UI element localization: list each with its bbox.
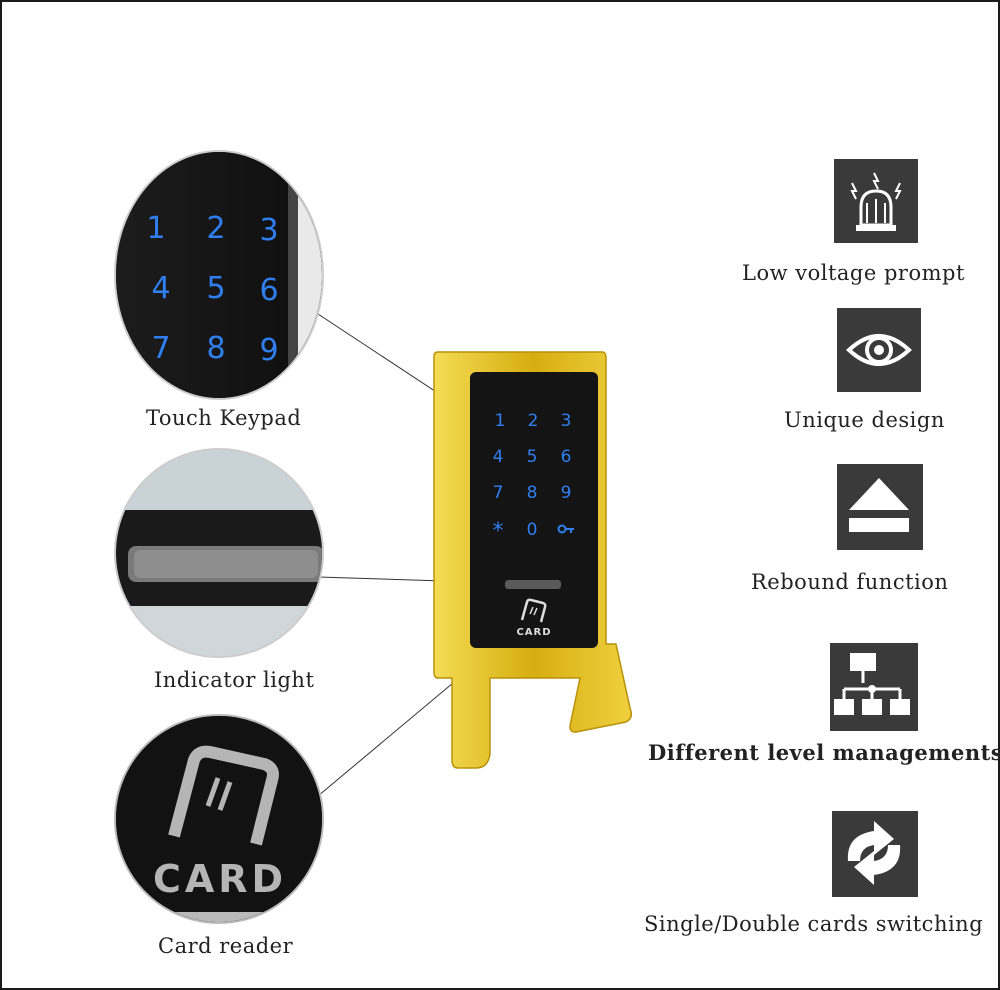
- lock-key: 4: [493, 447, 504, 467]
- card-reader-closeup: CARD: [114, 714, 324, 924]
- lock-key: 2: [528, 411, 539, 431]
- keypad-digit: 6: [259, 273, 278, 308]
- keypad-digit: 7: [151, 331, 170, 366]
- keypad-digit: 4: [151, 271, 170, 306]
- keypad-digit: 2: [206, 211, 225, 246]
- eject-icon: [837, 464, 923, 550]
- keypad-label: Touch Keypad: [146, 406, 302, 430]
- indicator-closeup: [114, 448, 324, 658]
- lock-key: 1: [495, 411, 506, 431]
- keypad-digit: 8: [206, 331, 225, 366]
- lock-key: 5: [527, 447, 538, 467]
- eye-icon: [837, 308, 921, 392]
- keypad-digit: 1: [146, 211, 165, 246]
- lock-key: 7: [493, 483, 504, 503]
- feature-label: Low voltage prompt: [742, 261, 965, 285]
- hierarchy-icon: [830, 643, 918, 731]
- lock-key: 0: [527, 520, 538, 540]
- keypad-digit: 5: [206, 271, 225, 306]
- lock-key: *: [493, 519, 504, 544]
- feature-label: Unique design: [784, 408, 945, 432]
- feature-label: Different level managements: [648, 740, 1000, 765]
- siren-alarm-icon: [834, 159, 918, 243]
- feature-label: Rebound function: [751, 570, 949, 594]
- lock-card-text: CARD: [516, 627, 551, 638]
- keypad-closeup: 1 2 3 4 5 6 7 8 9: [114, 150, 324, 400]
- lock-key: 6: [561, 447, 572, 467]
- lock-key: 8: [527, 483, 538, 503]
- switch-arrows-icon: [832, 811, 918, 897]
- lock-key: 3: [561, 411, 572, 431]
- card-reader-label: Card reader: [158, 934, 294, 958]
- keypad-digit: 9: [259, 333, 278, 368]
- card-closeup-text: CARD: [153, 857, 287, 901]
- indicator-label: Indicator light: [154, 668, 315, 692]
- lock-product: 1 2 3 4 5 6 7 8 9 * 0 CARD: [430, 348, 645, 778]
- keypad-digit: 3: [259, 213, 278, 248]
- lock-key: 9: [561, 483, 572, 503]
- feature-label: Single/Double cards switching: [644, 912, 984, 936]
- key-icon: [557, 524, 574, 534]
